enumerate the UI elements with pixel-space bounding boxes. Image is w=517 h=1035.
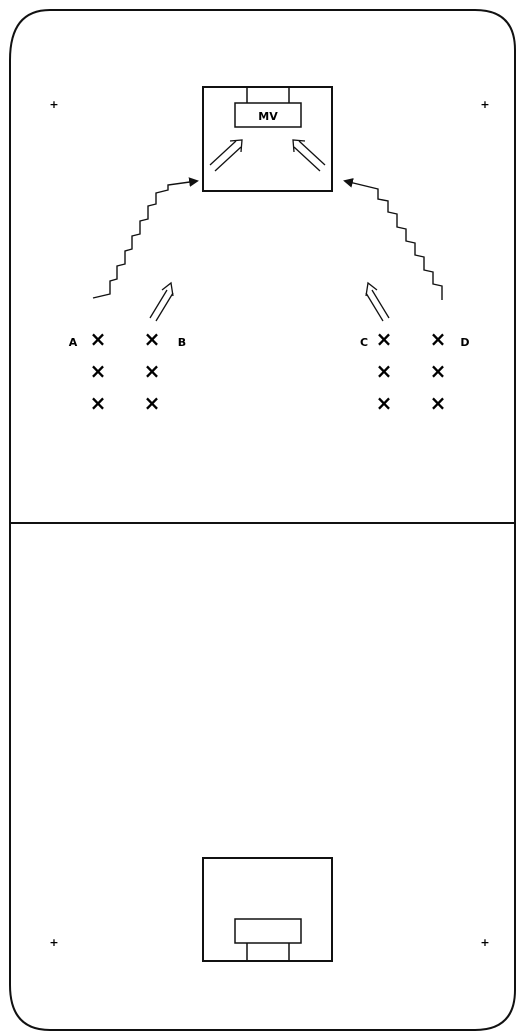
top-goal-area xyxy=(202,86,333,192)
player-c-2: × xyxy=(376,359,393,383)
court-boundary xyxy=(9,9,516,1031)
corner-mark-bottom-left: + xyxy=(49,936,58,949)
player-a-2: × xyxy=(90,359,107,383)
pass-arrow-b xyxy=(149,281,174,322)
corner-mark-top-right: + xyxy=(480,98,489,111)
player-d-2: × xyxy=(430,359,447,383)
shot-arrow-right xyxy=(292,139,326,172)
row-label-c: C xyxy=(360,336,368,349)
player-b-2: × xyxy=(144,359,161,383)
player-d-3: × xyxy=(430,391,447,415)
row-label-a: A xyxy=(69,336,78,349)
dribble-path-right xyxy=(343,178,443,300)
player-c-3: × xyxy=(376,391,393,415)
bottom-goal-box xyxy=(234,918,302,944)
shot-arrow-left xyxy=(209,139,243,172)
goal-box-label: MV xyxy=(258,110,278,123)
corner-mark-top-left: + xyxy=(49,98,58,111)
player-b-3: × xyxy=(144,391,161,415)
row-label-b: B xyxy=(178,336,186,349)
player-d-1: × xyxy=(430,327,447,351)
player-b-1: × xyxy=(144,327,161,351)
goal-box xyxy=(234,102,302,128)
dribble-path-left xyxy=(92,177,199,299)
player-c-1: × xyxy=(376,327,393,351)
row-label-d: D xyxy=(460,336,469,349)
pass-arrow-c xyxy=(365,281,390,322)
player-a-1: × xyxy=(90,327,107,351)
bottom-goal-area xyxy=(202,857,333,962)
player-a-3: × xyxy=(90,391,107,415)
corner-mark-bottom-right: + xyxy=(480,936,489,949)
